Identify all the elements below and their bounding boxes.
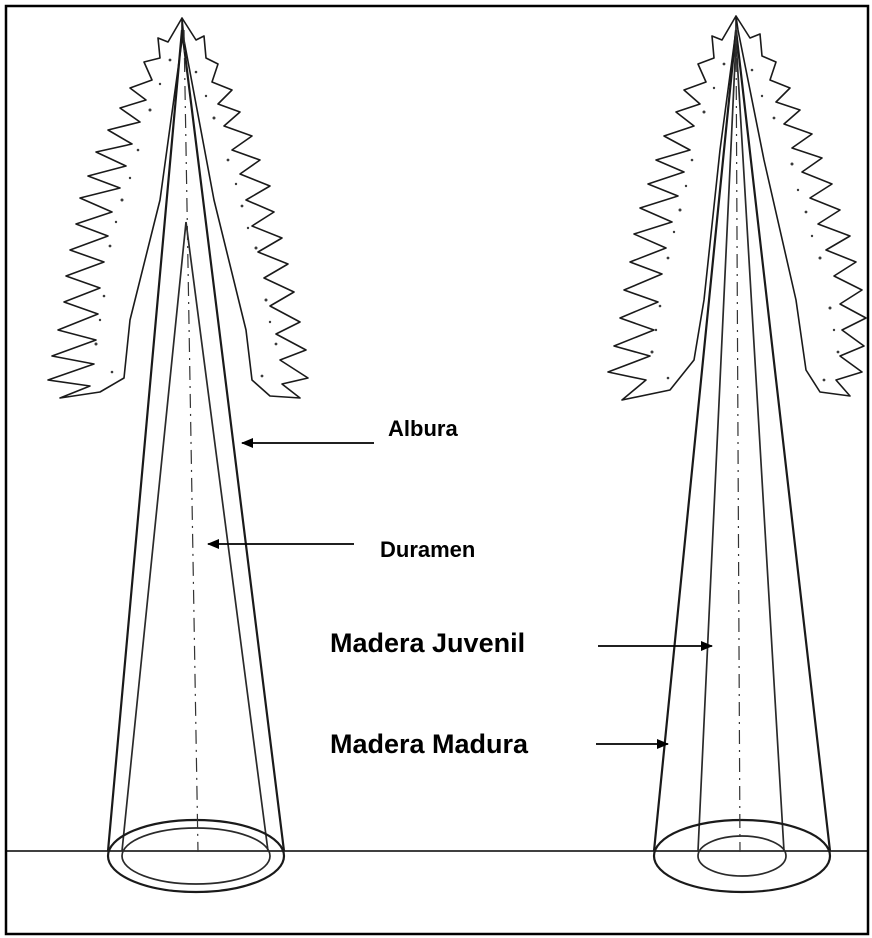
duramen-label: Duramen — [380, 537, 475, 562]
madera-madura-label: Madera Madura — [330, 729, 529, 759]
right-tree — [608, 16, 866, 892]
right-crown-left-side — [608, 16, 736, 400]
left-crown-left-side — [48, 18, 182, 398]
left-tree — [48, 18, 308, 892]
albura-label: Albura — [388, 416, 458, 441]
right-base-inner — [698, 836, 786, 876]
left-base-inner — [122, 828, 270, 884]
right-center-axis — [736, 30, 740, 852]
left-base-outer — [108, 820, 284, 892]
madera-juvenil-label: Madera Juvenil — [330, 628, 525, 658]
right-base-outer — [654, 820, 830, 892]
left-center-axis — [184, 30, 198, 852]
